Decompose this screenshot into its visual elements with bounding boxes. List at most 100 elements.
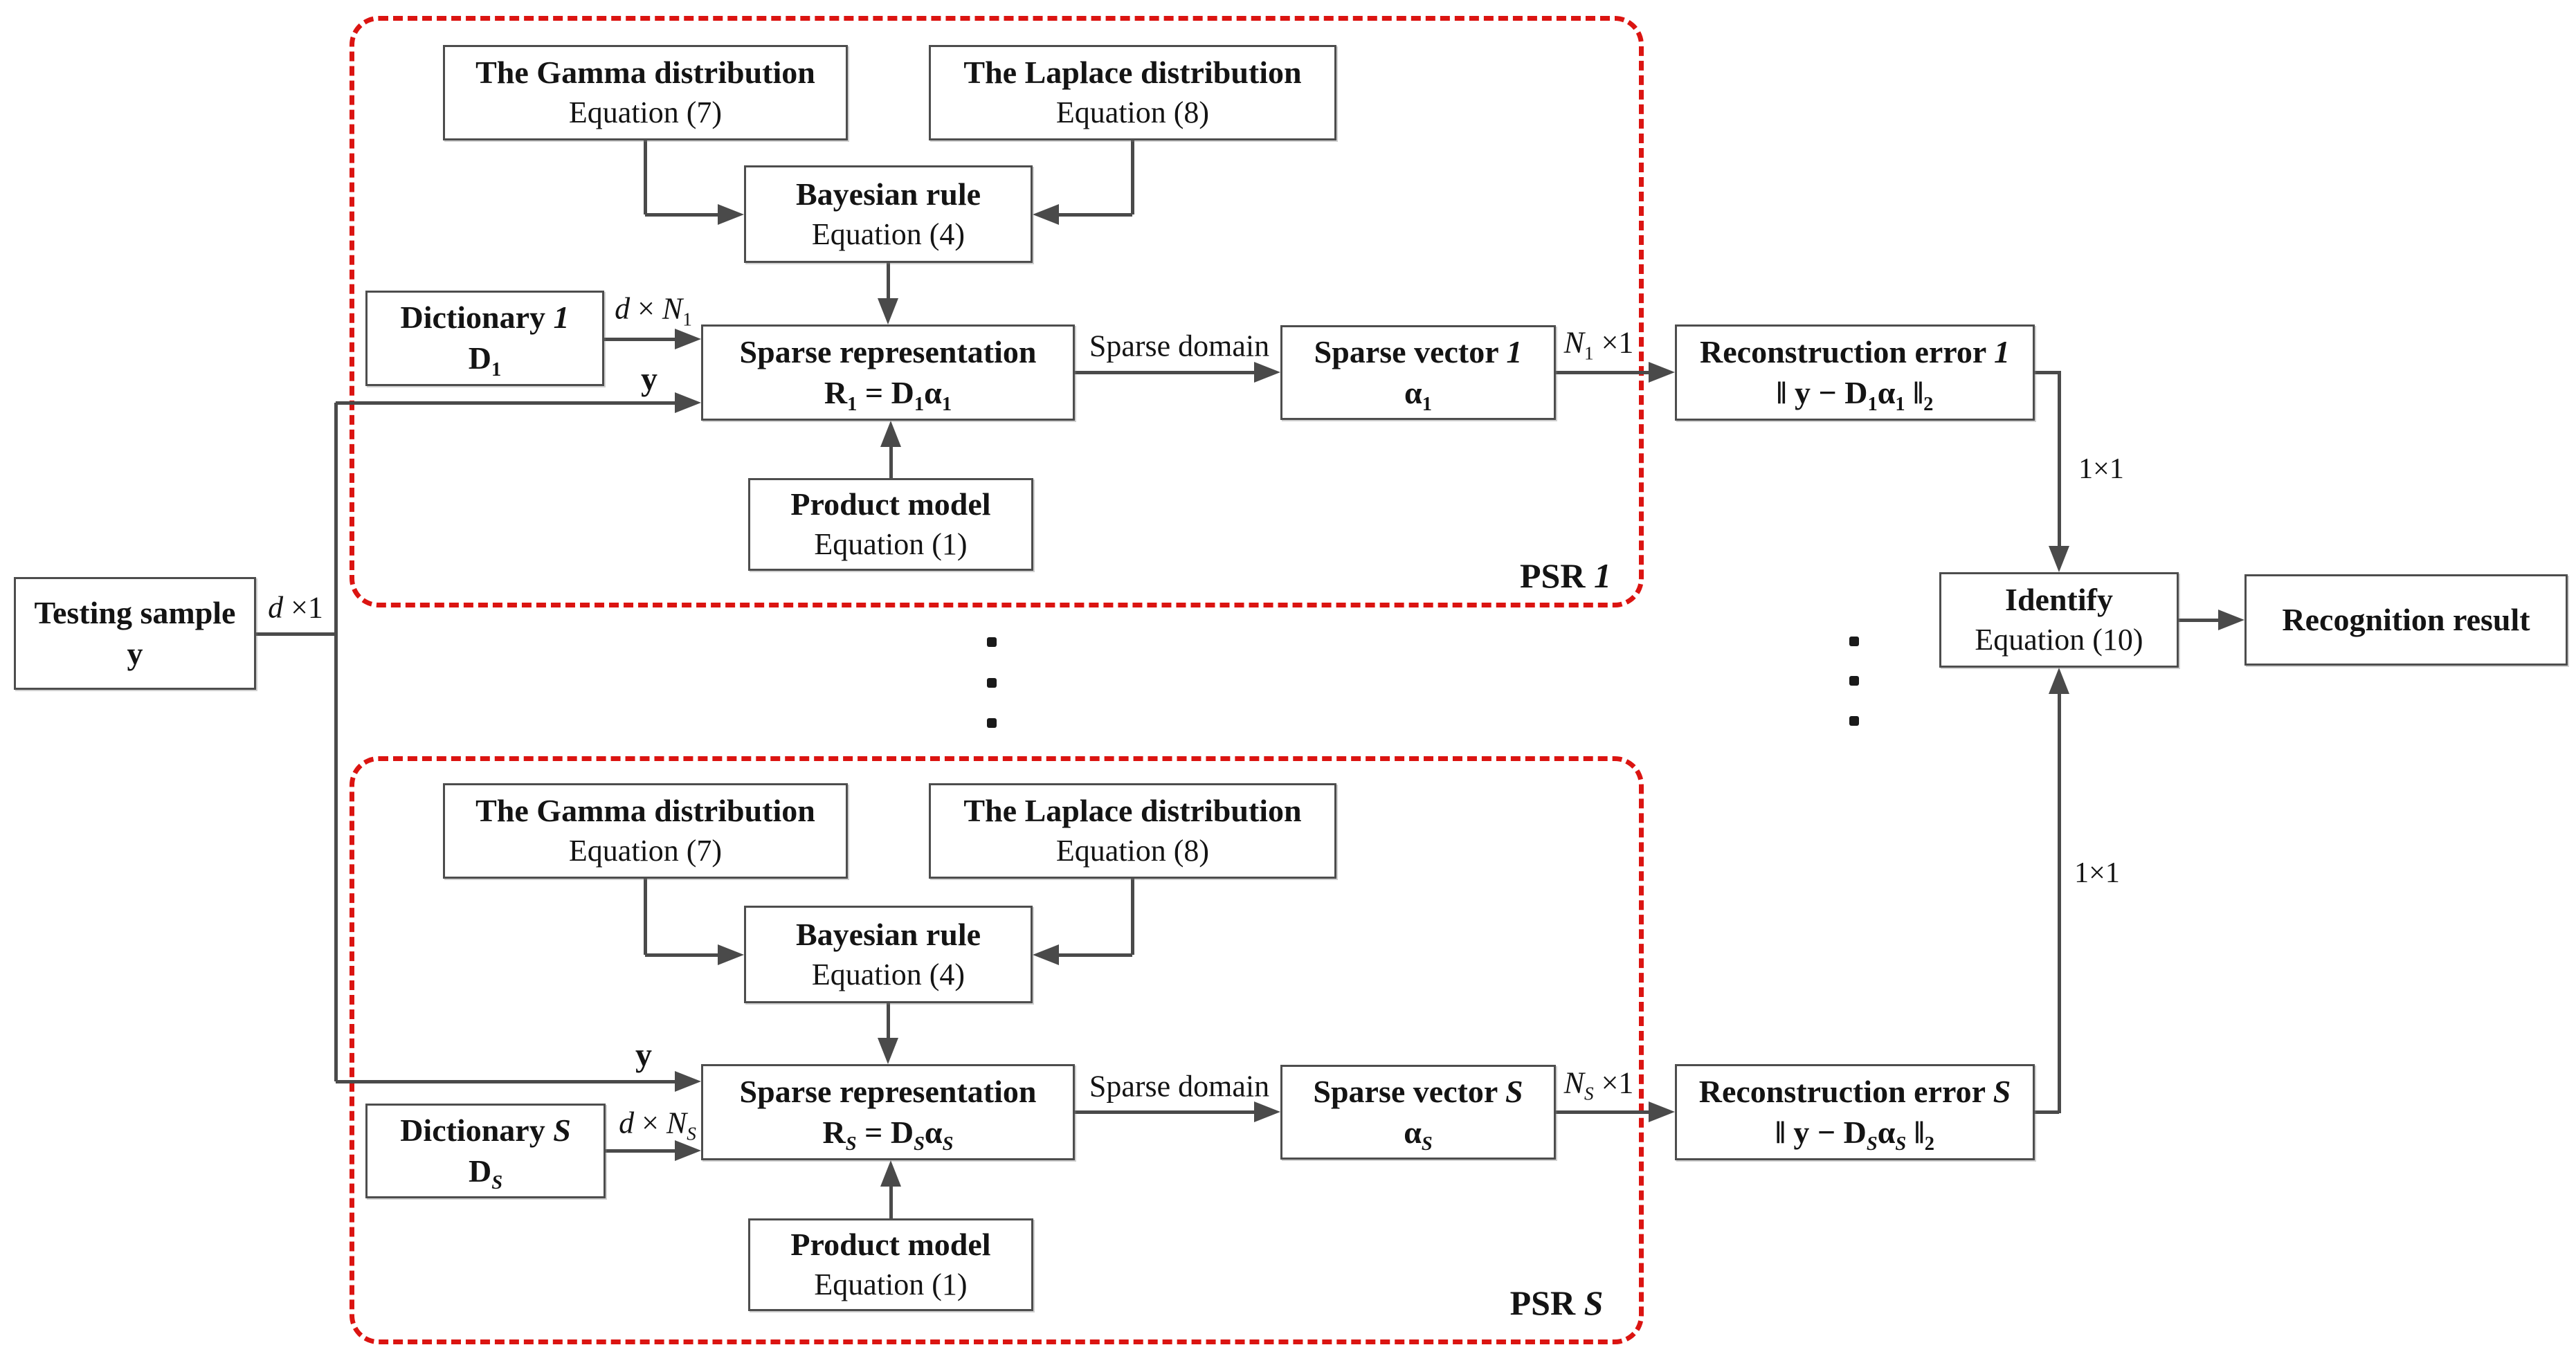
ellipsis-dot (987, 637, 997, 647)
sparse-vector-S: Sparse vector S αS (1280, 1065, 1556, 1160)
arrowhead (675, 1071, 701, 1092)
arrowhead (1033, 204, 1059, 225)
laplace-distribution-1-line-2: Equation (8) (1055, 95, 1210, 130)
edge-line (1075, 1110, 1260, 1114)
edge-line (645, 212, 723, 217)
arrowhead (718, 944, 744, 965)
dictionary-1: Dictionary 1 D1 (365, 291, 604, 386)
product-model-S-line-2: Equation (1) (814, 1268, 968, 1302)
edge-line (886, 263, 890, 304)
testing-sample-line-2: y (127, 635, 143, 671)
bayesian-rule-S-line-1: Bayesian rule (795, 916, 981, 952)
ellipsis-dot (1849, 716, 1859, 726)
edge-line (1130, 879, 1134, 955)
bayesian-rule-1-line-2: Equation (4) (811, 217, 965, 251)
label-1x1-bottom: 1×1 (2074, 857, 2120, 889)
label-sparse-domain-S: Sparse domain (1089, 1069, 1270, 1104)
psr1-group-label: PSR 1 (1520, 556, 1611, 595)
dictionary-1-line-2: D1 (468, 340, 502, 381)
sparse-representation-1-line-2: R1 = D1α1 (824, 374, 952, 415)
edge-line (643, 140, 647, 214)
arrowhead (1649, 362, 1675, 383)
edge-line (256, 632, 336, 636)
edge-line (1053, 953, 1132, 957)
gamma-distribution-S-line-1: The Gamma distribution (475, 793, 815, 829)
label-y-S: y (635, 1036, 652, 1074)
reconstruction-error-S-line-1: Reconstruction error S (1698, 1073, 2011, 1109)
arrowhead (718, 204, 744, 225)
edge-line (1556, 370, 1654, 374)
ellipsis-dot (987, 678, 997, 688)
arrowhead (878, 1038, 898, 1064)
reconstruction-error-1: Reconstruction error 1 ‖ y − D1α1 ‖2 (1675, 324, 2035, 421)
edge-line (2035, 370, 2059, 374)
edge-line (643, 879, 647, 955)
sparse-representation-S-line-2: RS = DSαS (822, 1114, 954, 1155)
reconstruction-error-S-line-2: ‖ y − DSαS ‖2 (1775, 1114, 1934, 1155)
recognition-result-line-1: Recognition result (2282, 601, 2530, 637)
arrowhead (880, 1160, 901, 1187)
arrowhead (2218, 610, 2244, 630)
reconstruction-error-1-line-1: Reconstruction error 1 (1700, 333, 2010, 369)
product-model-S-line-1: Product model (790, 1227, 991, 1263)
edge-line (604, 337, 680, 341)
edge-line (606, 1149, 680, 1153)
label-d-x-ns: d × NS (619, 1106, 696, 1144)
edge-line (645, 953, 723, 957)
dictionary-1-line-1: Dictionary 1 (400, 300, 570, 336)
label-n1-x-1: N1 ×1 (1563, 325, 1634, 364)
edge-line (1556, 1110, 1654, 1114)
identify-line-2: Equation (10) (1975, 623, 2143, 657)
ellipsis-dot (987, 718, 997, 728)
edge-line (2057, 371, 2061, 551)
gamma-distribution-S-line-2: Equation (7) (568, 834, 723, 868)
psr1-group-border (350, 16, 1644, 607)
sparse-vector-1-line-2: α1 (1404, 374, 1432, 415)
laplace-distribution-S-line-2: Equation (8) (1055, 834, 1210, 868)
dictionary-S-line-2: DS (468, 1153, 503, 1193)
ellipsis-dot (1849, 637, 1859, 646)
bayesian-rule-1-line-1: Bayesian rule (795, 176, 981, 212)
sparse-vector-S-line-1: Sparse vector S (1313, 1073, 1523, 1109)
sparse-representation-1: Sparse representation R1 = D1α1 (701, 324, 1075, 421)
psrS-group-border (350, 756, 1644, 1344)
edge-line (336, 401, 680, 405)
arrowhead (1254, 362, 1280, 383)
arrowhead (2049, 546, 2069, 572)
edge-line (886, 1003, 890, 1043)
arrowhead (675, 392, 701, 413)
arrowhead (2049, 668, 2069, 694)
edge-line (1130, 140, 1134, 214)
edge-line (889, 1181, 893, 1218)
identify-line-1: Identify (2005, 582, 2113, 618)
sparse-representation-S: Sparse representation RS = DSαS (701, 1064, 1075, 1160)
product-model-1-line-2: Equation (1) (814, 527, 968, 562)
laplace-distribution-1-line-1: The Laplace distribution (963, 55, 1302, 91)
label-sparse-domain-1: Sparse domain (1089, 329, 1270, 363)
reconstruction-error-S: Reconstruction error S ‖ y − DSαS ‖2 (1675, 1064, 2035, 1160)
gamma-distribution-1-line-1: The Gamma distribution (475, 55, 815, 91)
label-1x1-top: 1×1 (2078, 453, 2124, 485)
sparse-representation-S-line-1: Sparse representation (739, 1073, 1037, 1109)
edge-line (334, 403, 338, 1081)
testing-sample-line-1: Testing sample (34, 594, 236, 630)
sparse-representation-1-line-1: Sparse representation (739, 333, 1037, 369)
laplace-distribution-S-line-1: The Laplace distribution (963, 793, 1302, 829)
reconstruction-error-1-line-2: ‖ y − D1α1 ‖2 (1776, 374, 1934, 415)
arrowhead (1649, 1101, 1675, 1122)
edge-line (336, 1079, 680, 1083)
testing-sample: Testing sample y (14, 577, 256, 690)
product-model-1-line-1: Product model (790, 486, 991, 522)
edge-line (2057, 688, 2061, 1113)
edge-line (889, 441, 893, 478)
sparse-vector-S-line-2: αS (1404, 1114, 1433, 1155)
